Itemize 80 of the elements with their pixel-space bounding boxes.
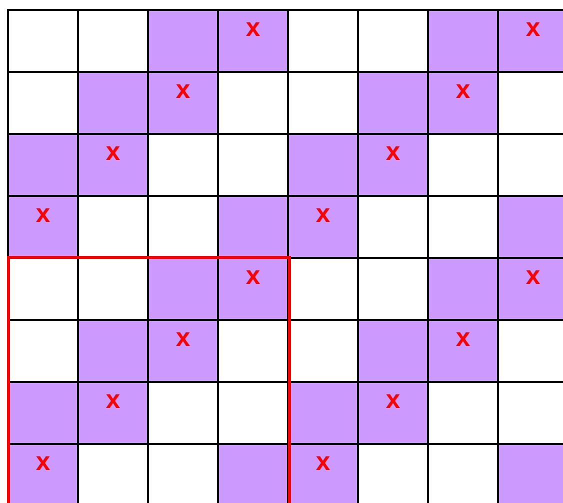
grid-cell <box>149 383 217 443</box>
cross-mark: x <box>176 324 190 350</box>
cross-mark: x <box>456 324 470 350</box>
shaded-grid-cell <box>499 11 563 71</box>
shaded-grid-cell <box>79 73 147 133</box>
shaded-grid-cell <box>359 383 427 443</box>
cross-mark: x <box>36 200 50 226</box>
grid-cell <box>499 135 563 195</box>
shaded-grid-cell <box>499 259 563 319</box>
cross-mark: x <box>106 386 120 412</box>
shaded-grid-cell <box>219 259 287 319</box>
grid-cell <box>429 135 497 195</box>
grid-cell <box>219 73 287 133</box>
grid-cell <box>289 321 357 381</box>
grid-cell <box>359 197 427 257</box>
cross-mark: x <box>316 200 330 226</box>
grid-cell <box>9 321 77 381</box>
grid-cell <box>149 445 217 503</box>
shaded-grid-cell <box>219 11 287 71</box>
grid-cell <box>359 259 427 319</box>
shaded-grid-cell <box>429 73 497 133</box>
shaded-grid-cell <box>499 445 563 503</box>
grid-cell <box>79 259 147 319</box>
cross-mark: x <box>36 448 50 474</box>
cross-mark: x <box>246 14 260 40</box>
shaded-grid-cell <box>359 73 427 133</box>
grid-cell <box>219 383 287 443</box>
shaded-grid-cell <box>219 197 287 257</box>
shaded-grid-cell <box>149 11 217 71</box>
shaded-grid-cell <box>289 445 357 503</box>
cross-mark: x <box>316 448 330 474</box>
grid-cell <box>219 135 287 195</box>
shaded-grid-cell <box>149 259 217 319</box>
grid-cell <box>429 197 497 257</box>
shaded-grid-cell <box>429 259 497 319</box>
shaded-grid-cell <box>149 73 217 133</box>
shaded-grid-cell <box>9 383 77 443</box>
grid-cell <box>429 445 497 503</box>
shaded-grid-cell <box>149 321 217 381</box>
shaded-grid-cell <box>289 383 357 443</box>
shaded-grid-cell <box>359 321 427 381</box>
grid-cell <box>79 445 147 503</box>
grid-cell <box>359 11 427 71</box>
shaded-grid-cell <box>79 321 147 381</box>
grid-cell <box>149 197 217 257</box>
shaded-grid-cell <box>79 383 147 443</box>
grid-cell <box>289 259 357 319</box>
cross-mark: x <box>456 76 470 102</box>
shaded-grid-cell <box>79 135 147 195</box>
cross-mark: x <box>106 138 120 164</box>
shaded-grid-cell <box>429 11 497 71</box>
cross-mark: x <box>526 14 540 40</box>
shaded-grid-cell <box>9 197 77 257</box>
grid-cell <box>79 197 147 257</box>
shaded-grid-cell <box>359 135 427 195</box>
cross-mark: x <box>386 386 400 412</box>
shaded-grid-cell <box>499 197 563 257</box>
shaded-grid-cell <box>9 445 77 503</box>
grid-cell <box>289 73 357 133</box>
grid-cell <box>499 73 563 133</box>
grid-cell <box>429 383 497 443</box>
grid-cell <box>149 135 217 195</box>
shaded-grid-cell <box>289 197 357 257</box>
grid-cell <box>79 11 147 71</box>
grid-cell <box>9 73 77 133</box>
grid-cell <box>499 383 563 443</box>
cross-mark: x <box>246 262 260 288</box>
grid-cell <box>289 11 357 71</box>
cross-mark: x <box>176 76 190 102</box>
grid-cell <box>359 445 427 503</box>
cross-mark: x <box>386 138 400 164</box>
grid-cell <box>499 321 563 381</box>
shaded-grid-cell <box>9 135 77 195</box>
shaded-grid-cell <box>429 321 497 381</box>
cross-mark: x <box>526 262 540 288</box>
grid-cell <box>9 11 77 71</box>
shaded-grid-cell <box>289 135 357 195</box>
shaded-grid-cell <box>219 445 287 503</box>
grid-cell <box>219 321 287 381</box>
grid-cell <box>9 259 77 319</box>
